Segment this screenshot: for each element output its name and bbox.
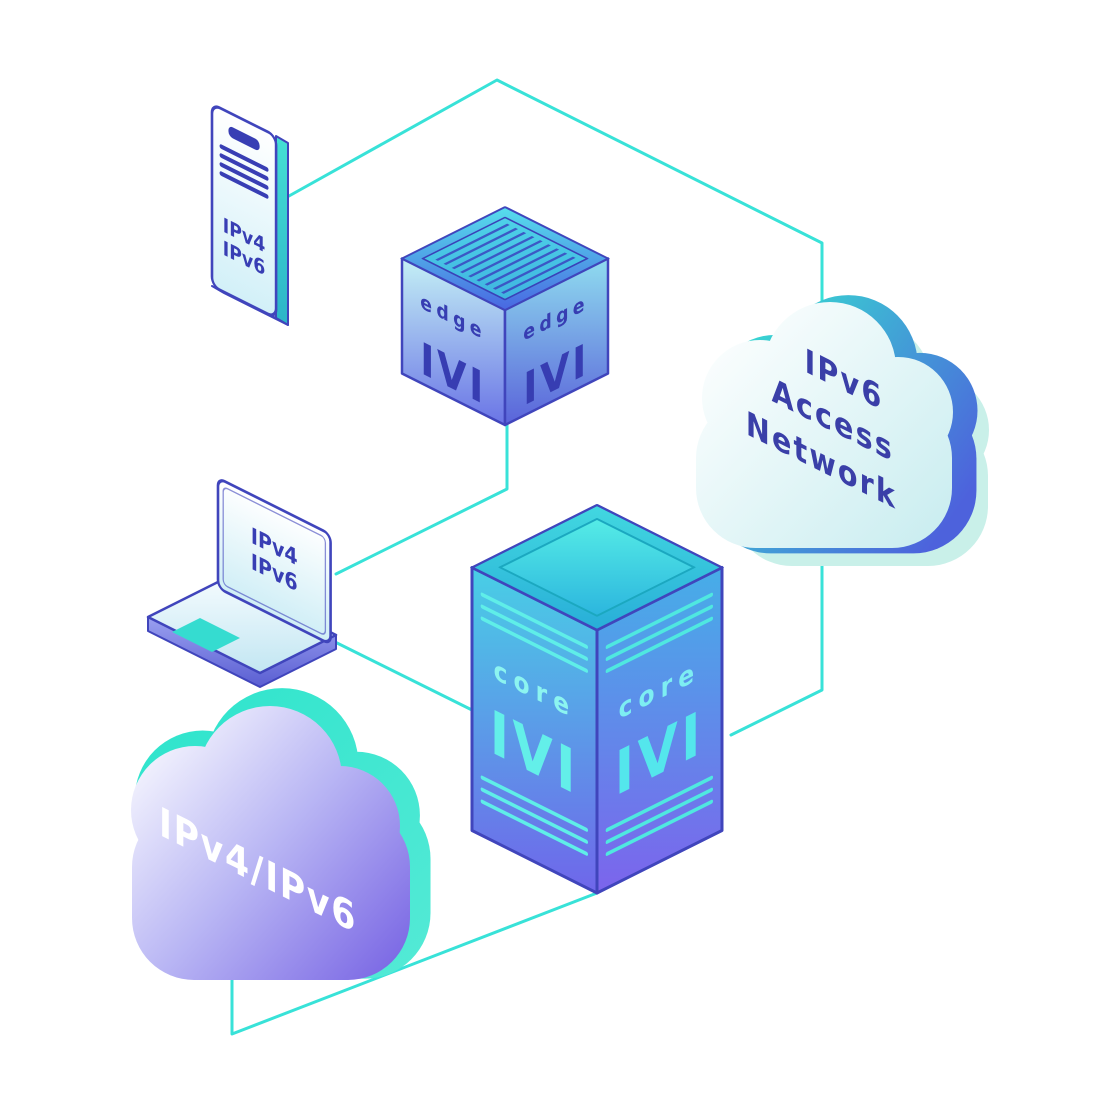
connector-phone-access-core [278, 78, 824, 737]
connector-edge-laptop [334, 422, 509, 576]
laptop: IPv4 IPv6 [146, 479, 338, 688]
laptop-screen-inner-border [222, 487, 327, 635]
core-right-top-vents [605, 592, 714, 673]
phone-notch [228, 126, 260, 151]
core-right-bottom-vents [605, 775, 714, 856]
phone-text-lines [219, 144, 269, 199]
smartphone: IPv4 IPv6 [210, 105, 289, 326]
edge-router-cube: edge IVI edge IVI [400, 206, 610, 427]
phone-side-right [275, 135, 289, 326]
edge-cube-vent-lines [435, 223, 576, 294]
core-left-bottom-vents [480, 775, 589, 856]
core-top-panel [498, 518, 696, 617]
laptop-base [146, 577, 338, 675]
laptop-touchpad [172, 618, 240, 652]
core-left-top-vents [480, 592, 589, 673]
core-router-tower: core IVI core IVI [470, 504, 724, 895]
laptop-screen [216, 479, 332, 644]
connector-laptop-core [329, 638, 478, 714]
dual-stack-cloud: IPv4/IPv6 [131, 688, 431, 980]
access-network-cloud: IPv6 Access Network [696, 295, 989, 566]
